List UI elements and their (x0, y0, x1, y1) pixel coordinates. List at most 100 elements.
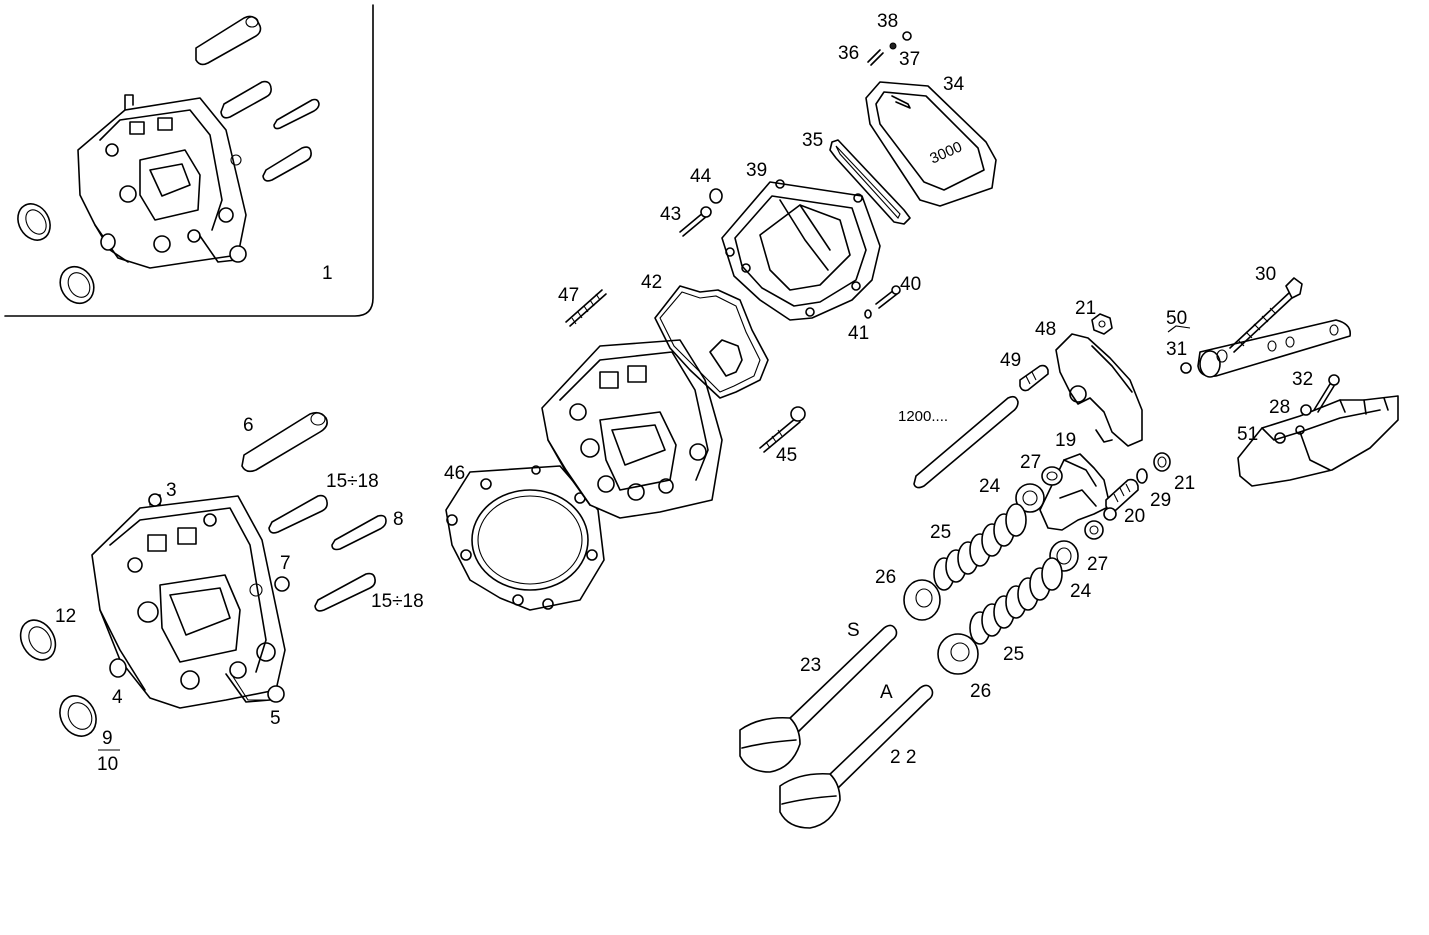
cap-27-top (1041, 466, 1063, 486)
plug-31 (1180, 362, 1192, 374)
valve-spring-25-bottom (969, 557, 1063, 645)
label-21-top: 21 (1075, 298, 1096, 319)
label-30: 30 (1255, 264, 1276, 285)
label-26-bottom: 26 (970, 681, 991, 702)
seat-ring-9 (59, 695, 97, 737)
label-10: 10 (97, 754, 118, 775)
washer-41 (864, 309, 872, 319)
label-42: 42 (641, 272, 662, 293)
valve-guide-6 (241, 411, 328, 473)
plug-7 (274, 576, 290, 592)
label-35: 35 (802, 130, 823, 151)
cylinder-head-left (91, 494, 286, 709)
valve-bridge-19 (1039, 453, 1111, 531)
label-31: 31 (1166, 339, 1187, 360)
spring-seat-26-bottom (937, 633, 979, 675)
inset-frame (4, 4, 374, 317)
screw-20 (1105, 478, 1139, 512)
label-36: 36 (838, 43, 859, 64)
label-27-top: 27 (1020, 452, 1041, 473)
nut-21-top (1091, 313, 1113, 335)
gasket-42 (654, 285, 769, 399)
valve-guide-15b (314, 572, 376, 612)
valve-spring-25-top (933, 503, 1027, 591)
nut-29 (1136, 468, 1148, 484)
cover-gasket-35 (829, 139, 911, 225)
exhaust-valve-23 (739, 624, 898, 773)
label-43: 43 (660, 204, 681, 225)
label-8: 8 (393, 509, 404, 530)
label-20: 20 (1124, 506, 1145, 527)
label-19: 19 (1055, 430, 1076, 451)
callout-labels: 1 3 4 5 6 7 8 9 10 12 15÷18 15÷18 19 20 … (55, 11, 1313, 775)
inset-small-bush (229, 245, 247, 263)
washer-44 (709, 188, 723, 204)
pushrod-1200 (913, 395, 1019, 489)
label-49: 49 (1000, 350, 1021, 371)
inset-small-ring (100, 233, 116, 251)
nut-21-side (1153, 452, 1171, 472)
label-25-bottom: 25 (1003, 644, 1024, 665)
inset-assembly-1 (4, 4, 374, 317)
screw-43 (679, 211, 705, 233)
label-21-side: 21 (1174, 473, 1195, 494)
label-4: 4 (112, 687, 123, 708)
inset-seat-ring-b (59, 265, 95, 305)
seat-ring-12 (19, 619, 57, 661)
bolt-30 (1229, 277, 1303, 353)
plug-3 (148, 493, 162, 507)
label-28: 28 (1269, 397, 1290, 418)
cap-27-bottom (1084, 520, 1104, 540)
label-22: 2 2 (890, 747, 916, 768)
inset-guide-2 (220, 80, 272, 119)
rocker-housing-39 (721, 179, 881, 321)
label-51: 51 (1237, 424, 1258, 445)
screw-32 (1313, 374, 1340, 413)
label-25-top: 25 (930, 522, 951, 543)
label-38: 38 (877, 11, 898, 32)
valve-guide-15 (268, 494, 328, 534)
label-46: 46 (444, 463, 465, 484)
label-9: 9 (102, 728, 113, 749)
label-A: A (880, 682, 893, 703)
inlet-valve-22 (779, 684, 934, 829)
valve-cover-34: 3000 (865, 81, 997, 207)
label-41: 41 (848, 323, 869, 344)
stud-36 (867, 49, 881, 63)
nut-38 (902, 31, 912, 41)
inset-guide-4 (262, 146, 312, 182)
label-27-bottom: 27 (1087, 554, 1108, 575)
label-23: 23 (800, 655, 821, 676)
valve-guide-8 (331, 514, 387, 551)
label-1: 1 (322, 263, 333, 284)
label-24-bottom: 24 (1070, 581, 1092, 602)
label-44: 44 (690, 166, 712, 187)
label-1200: 1200.... (898, 408, 948, 425)
label-3: 3 (166, 480, 177, 501)
label-24-top: 24 (979, 476, 1001, 497)
rocker-shaft-50 (1197, 319, 1352, 378)
label-45: 45 (776, 445, 797, 466)
label-39: 39 (746, 160, 767, 181)
label-12: 12 (55, 606, 76, 627)
washer-28 (1300, 404, 1312, 416)
inset-valve-guide-top (195, 15, 262, 66)
label-48: 48 (1035, 319, 1056, 340)
retainer-24-top (1015, 483, 1045, 513)
label-29: 29 (1150, 490, 1171, 511)
head-gasket-46 (445, 465, 605, 611)
label-50: 50 (1166, 308, 1187, 329)
cylinder-head-center (541, 339, 723, 519)
bracket-50 (1167, 325, 1191, 333)
spring-seat-26-top (903, 579, 941, 621)
adjuster-49 (1019, 364, 1049, 392)
rocker-bracket-51 (1237, 395, 1399, 487)
label-37: 37 (899, 49, 920, 70)
label-34: 34 (943, 74, 965, 95)
inset-seat-ring-a (17, 203, 51, 241)
bush-5 (267, 685, 285, 703)
leader-5 (229, 671, 266, 701)
label-S: S (847, 620, 860, 641)
nut-37 (889, 42, 897, 50)
